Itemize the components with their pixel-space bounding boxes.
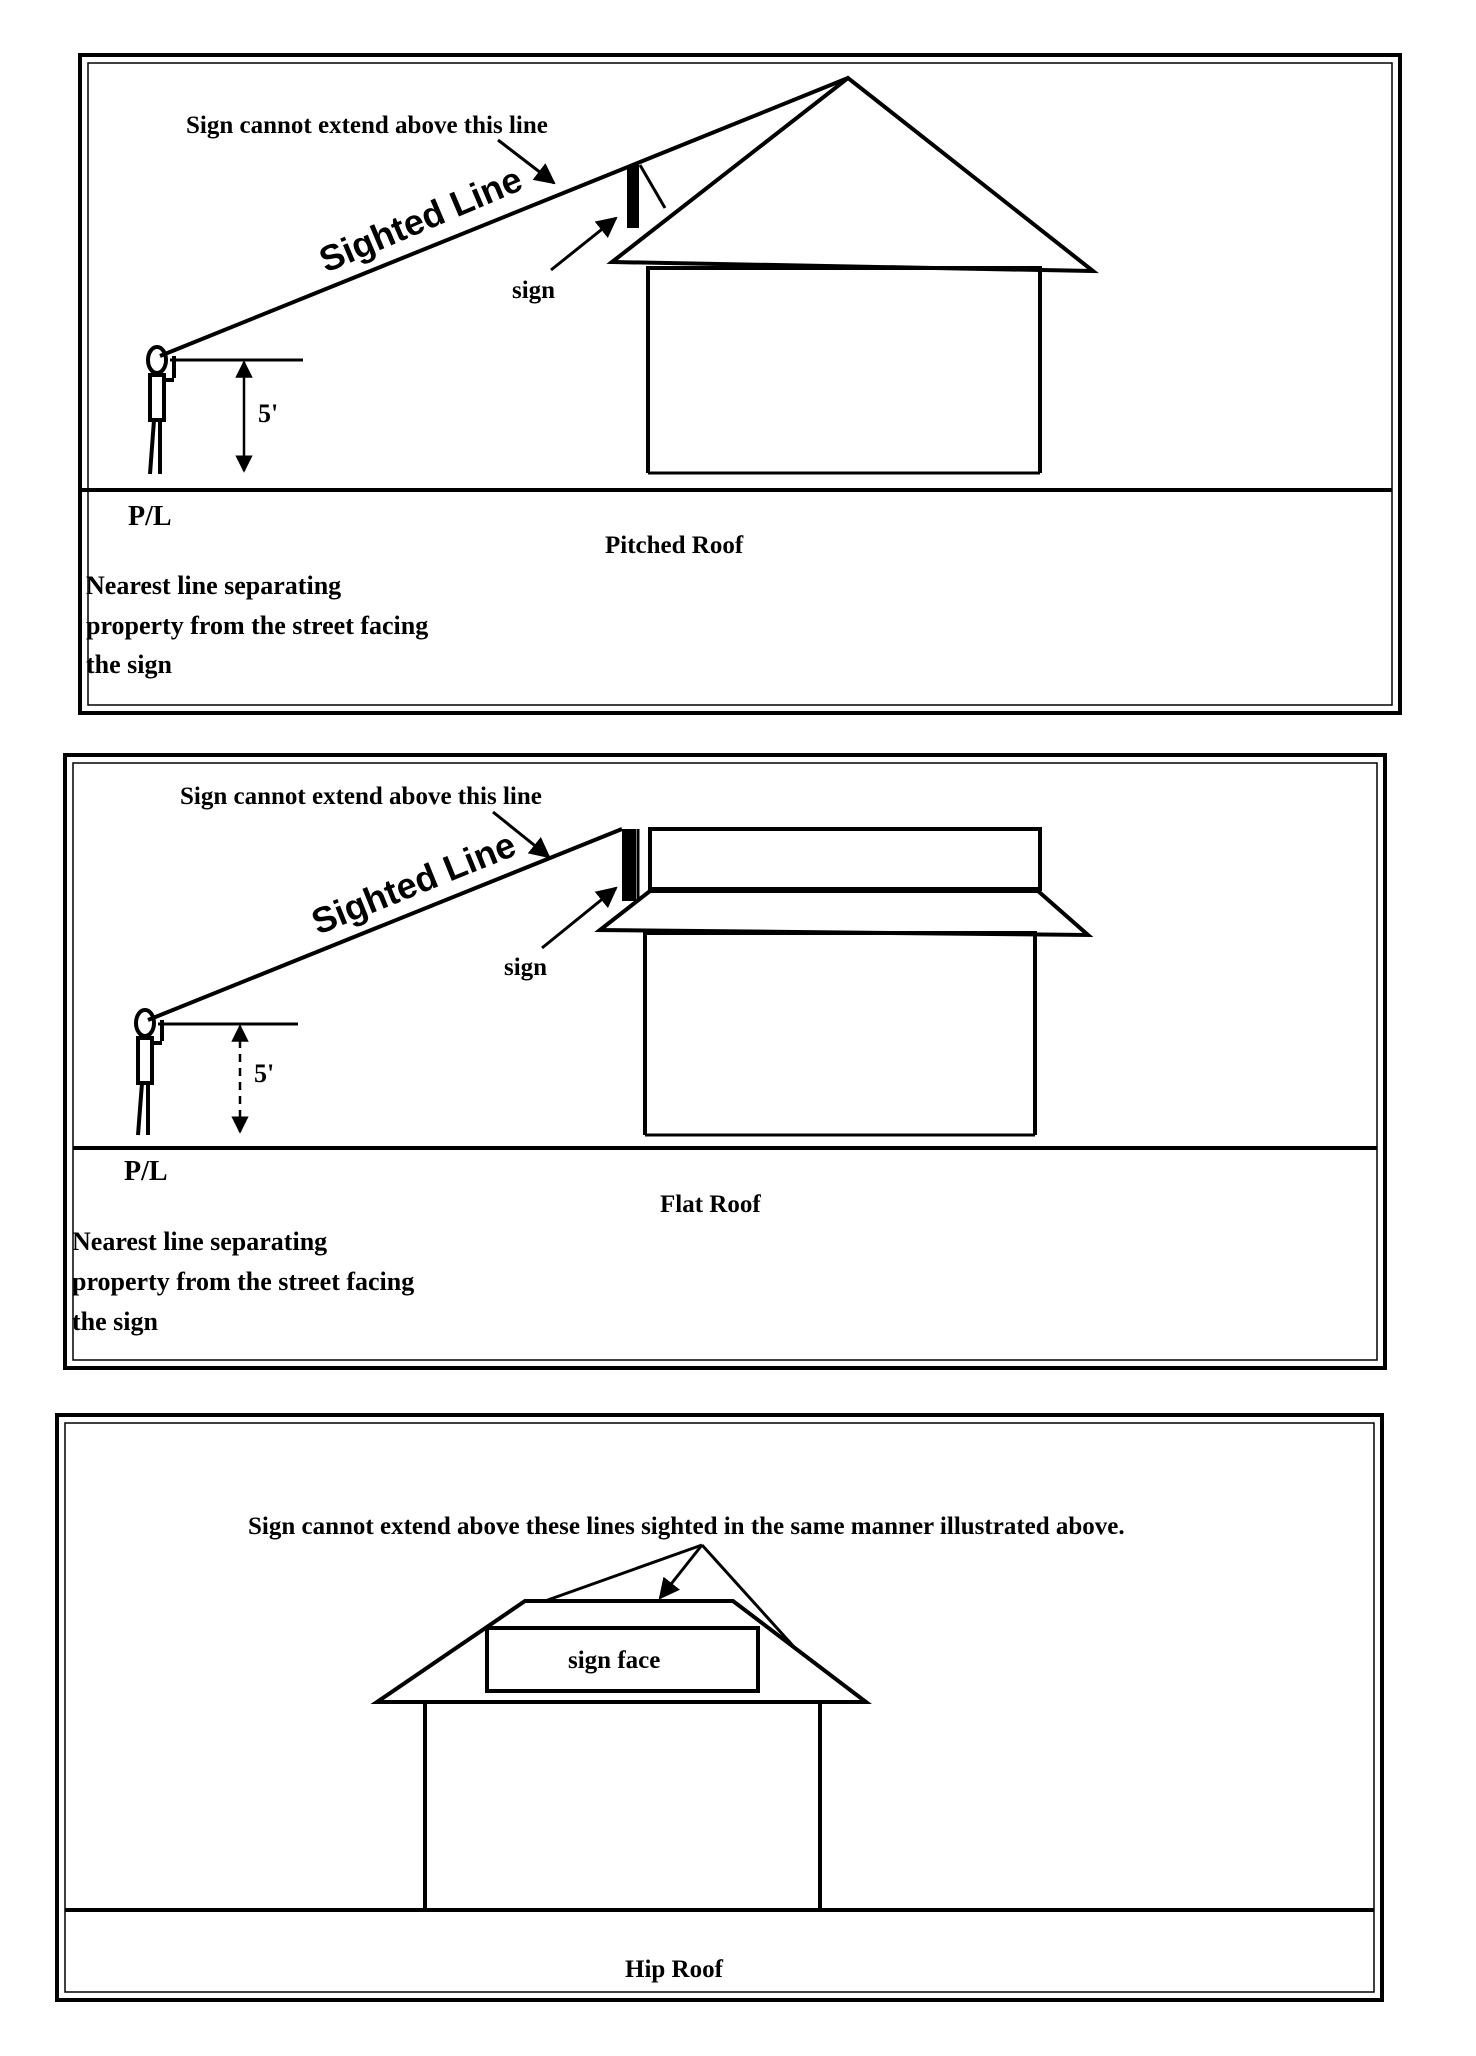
sign-arrow bbox=[550, 216, 618, 272]
sign-label: sign bbox=[504, 954, 547, 981]
top-note-arrow bbox=[492, 810, 551, 859]
sign-face-label: sign face bbox=[568, 1647, 660, 1674]
panel-inner-frame bbox=[64, 1422, 1375, 1993]
pl-note-line-1: Nearest line separating bbox=[86, 571, 341, 600]
roof-eave bbox=[594, 889, 1094, 938]
top-note: Sign cannot extend above these lines sig… bbox=[248, 1513, 1125, 1540]
roof-caption: Pitched Roof bbox=[605, 532, 744, 559]
sight-line-left bbox=[544, 1543, 703, 1603]
sign-label: sign bbox=[512, 277, 555, 304]
panel-hip-roof: Sign cannot extend above these lines sig… bbox=[55, 1413, 1384, 2002]
panel-inner-frame bbox=[87, 62, 1393, 706]
sign-arrow bbox=[541, 886, 618, 950]
sign-brace bbox=[638, 164, 667, 209]
panel-frame bbox=[63, 753, 1387, 1370]
pl-note-line-2: property from the street facing bbox=[86, 611, 428, 640]
pitched-roof bbox=[606, 75, 1099, 274]
sighted-line bbox=[159, 76, 849, 358]
sign-face-box bbox=[485, 1626, 760, 1693]
house-wall bbox=[646, 266, 1042, 473]
sign-board bbox=[622, 829, 636, 901]
pl-note-line-2: property from the street facing bbox=[72, 1267, 414, 1296]
height-label: 5' bbox=[254, 1059, 274, 1088]
hip-roof bbox=[370, 1599, 872, 1704]
top-note-arrow bbox=[497, 138, 556, 185]
panel-frame bbox=[78, 53, 1402, 715]
sighted-line bbox=[147, 827, 623, 1022]
panel-frame bbox=[55, 1413, 1384, 2002]
height-label: 5' bbox=[258, 399, 278, 428]
sight-arrow bbox=[658, 1544, 704, 1600]
pl-label: P/L bbox=[128, 501, 172, 532]
house-wall bbox=[423, 1700, 822, 1908]
observer-figure bbox=[134, 1008, 164, 1136]
pl-note-line-3: the sign bbox=[72, 1307, 159, 1336]
top-note: Sign cannot extend above this line bbox=[186, 112, 548, 139]
roof-caption: Hip Roof bbox=[625, 1956, 724, 1983]
pl-note-line-3: the sign bbox=[86, 650, 173, 679]
pl-note-line-1: Nearest line separating bbox=[72, 1227, 327, 1256]
roof-caption: Flat Roof bbox=[660, 1191, 761, 1218]
panel-pitched-roof: 5' Sign cannot extend above this line Si… bbox=[78, 53, 1402, 715]
observer-figure bbox=[146, 345, 176, 475]
top-note: Sign cannot extend above this line bbox=[180, 783, 542, 810]
flat-roof-parapet bbox=[648, 827, 1042, 891]
house-wall bbox=[643, 931, 1037, 1135]
pl-label: P/L bbox=[124, 1156, 168, 1187]
panel-inner-frame bbox=[72, 762, 1378, 1361]
sight-line-right bbox=[700, 1543, 797, 1650]
sign-board bbox=[627, 165, 639, 228]
panel-flat-roof: 5' Sign cannot extend above this line Si… bbox=[63, 753, 1387, 1370]
